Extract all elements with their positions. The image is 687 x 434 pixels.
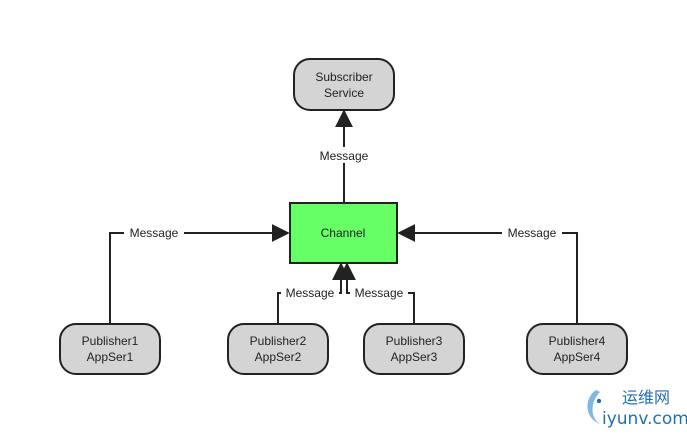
node-publisher4: Publisher4 AppSer4 [526,323,628,375]
edge-publisher1-to-channel: Message [109,224,290,323]
publisher2-label-line2: AppSer2 [255,350,302,364]
subscriber-label-line2: Service [324,86,364,100]
node-publisher2: Publisher2 AppSer2 [227,323,329,375]
edge-label-publisher3: Message [355,286,404,300]
subscriber-label-line1: Subscriber [315,70,372,84]
publisher3-label-line1: Publisher3 [386,334,443,348]
edge-publisher2-to-channel: Message [277,262,350,323]
edge-label-publisher1: Message [130,226,179,240]
publisher4-label-line2: AppSer4 [554,350,601,364]
edge-publisher3-to-channel: Message [338,262,415,323]
node-publisher1: Publisher1 AppSer1 [59,323,161,375]
watermark-logo: 运维网 iyunv.com [587,388,687,429]
edge-label-subscriber: Message [320,149,369,163]
edge-channel-to-subscriber: Message [314,109,374,202]
node-subscriber-service: Subscriber Service [293,58,395,111]
channel-label: Channel [321,226,366,240]
publisher3-label-line2: AppSer3 [391,350,438,364]
publisher1-label-line1: Publisher1 [82,334,139,348]
watermark-en-text: iyunv.com [602,409,687,429]
edge-label-publisher4: Message [508,226,557,240]
edge-label-publisher2: Message [286,286,335,300]
watermark-cn-text: 运维网 [622,388,670,407]
edge-publisher4-to-channel: Message [397,224,578,323]
watermark-swoosh-icon [587,390,600,424]
publisher2-label-line1: Publisher2 [250,334,307,348]
publisher4-label-line1: Publisher4 [549,334,606,348]
node-channel: Channel [289,202,398,264]
node-publisher3: Publisher3 AppSer3 [363,323,465,375]
publisher1-label-line2: AppSer1 [87,350,134,364]
watermark-dot-icon [596,398,602,404]
